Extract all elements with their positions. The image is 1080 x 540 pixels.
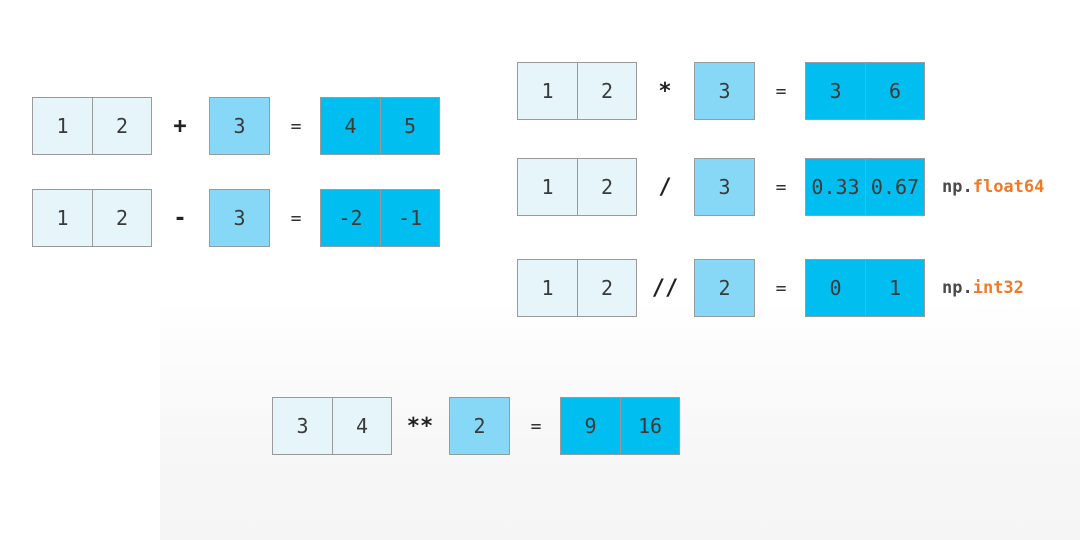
result-cell: 0 xyxy=(806,260,865,316)
result-array: -2-1 xyxy=(320,189,440,247)
result-cell: 3 xyxy=(806,63,865,119)
dtype-prefix: np. xyxy=(942,278,973,298)
array-cell: 2 xyxy=(92,190,151,246)
scalar-box: 2 xyxy=(449,397,510,455)
result-cell: 5 xyxy=(380,98,439,154)
operator-symbol: // xyxy=(651,275,679,301)
operator-symbol: - xyxy=(173,205,187,231)
scalar-box: 3 xyxy=(694,158,755,216)
result-cell: 4 xyxy=(321,98,380,154)
array-cell: 1 xyxy=(33,190,92,246)
scalar-box: 2 xyxy=(694,259,755,317)
operator-symbol: ** xyxy=(406,413,434,439)
operator-symbol: + xyxy=(173,113,187,139)
scalar-value: 3 xyxy=(210,98,269,154)
result-cell: -2 xyxy=(321,190,380,246)
scalar-value: 3 xyxy=(210,190,269,246)
result-cell: 6 xyxy=(865,63,924,119)
array-cell: 3 xyxy=(273,398,332,454)
result-cell: 1 xyxy=(865,260,924,316)
result-cell: 0.67 xyxy=(865,159,924,215)
array-cell: 2 xyxy=(92,98,151,154)
array-cell: 2 xyxy=(577,159,636,215)
result-cell: 0.33 xyxy=(806,159,865,215)
result-cell: 16 xyxy=(620,398,679,454)
result-cell: 9 xyxy=(561,398,620,454)
equals-sign: = xyxy=(290,207,302,229)
scalar-value: 3 xyxy=(695,63,754,119)
dtype-name: int32 xyxy=(972,278,1024,298)
dtype-name: float64 xyxy=(972,177,1045,197)
array-cell: 1 xyxy=(518,159,577,215)
scalar-value: 3 xyxy=(695,159,754,215)
array-cell: 1 xyxy=(33,98,92,154)
dtype-prefix: np. xyxy=(942,177,973,197)
operator-symbol: / xyxy=(658,174,672,200)
array-cell: 1 xyxy=(518,63,577,119)
array-cell: 2 xyxy=(577,63,636,119)
scalar-value: 2 xyxy=(695,260,754,316)
array-cell: 4 xyxy=(332,398,391,454)
dtype-label: np.float64 xyxy=(942,158,1044,216)
array-cell: 1 xyxy=(518,260,577,316)
dtype-label: np.int32 xyxy=(942,259,1024,317)
array-cell: 2 xyxy=(577,260,636,316)
result-cell: -1 xyxy=(380,190,439,246)
equals-sign: = xyxy=(775,80,787,102)
equals-sign: = xyxy=(530,415,542,437)
operator-symbol: * xyxy=(658,78,672,104)
equals-sign: = xyxy=(290,115,302,137)
equals-sign: = xyxy=(775,277,787,299)
scalar-box: 3 xyxy=(694,62,755,120)
scalar-box: 3 xyxy=(209,97,270,155)
scalar-box: 3 xyxy=(209,189,270,247)
equals-sign: = xyxy=(775,176,787,198)
scalar-value: 2 xyxy=(450,398,509,454)
